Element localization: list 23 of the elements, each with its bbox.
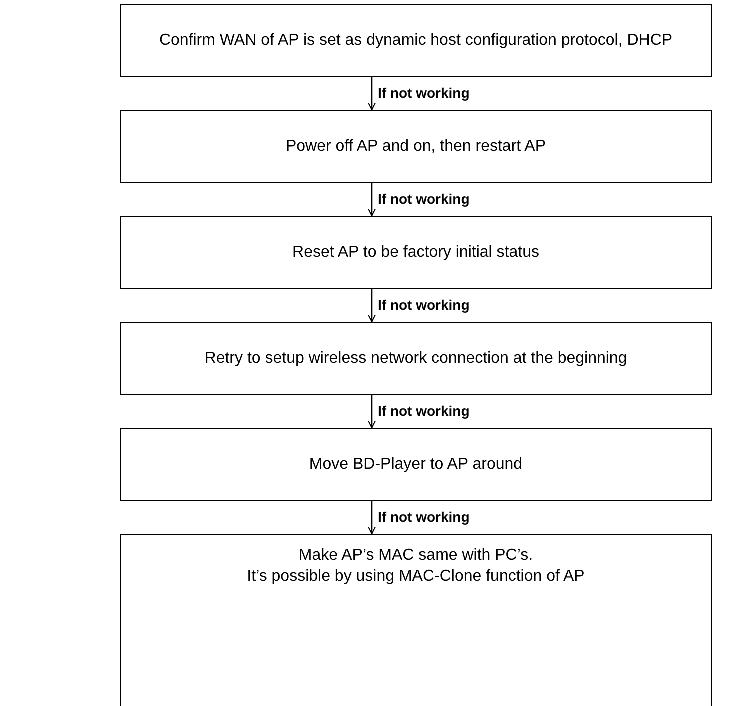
- edge-label: If not working: [378, 192, 470, 206]
- arrow: [368, 395, 376, 429]
- step-text: Make AP’s MAC same with PC’s.: [298, 546, 534, 566]
- arrow: [368, 289, 376, 323]
- process-box: [120, 216, 712, 289]
- arrow: [368, 77, 376, 111]
- arrow: [368, 183, 376, 217]
- step-text: Confirm WAN of AP is set as dynamic host configuration protocol, DHCP: [159, 31, 673, 51]
- process-box: [120, 534, 712, 706]
- edge-label: If not working: [378, 404, 470, 418]
- step-text: It’s possible by using MAC-Clone function of AP: [247, 567, 585, 587]
- step-text: Retry to setup wireless network connection at the beginning: [204, 349, 628, 369]
- arrow: [368, 501, 376, 535]
- step-text: Power off AP and on, then restart AP: [286, 137, 546, 157]
- process-box: [120, 322, 712, 395]
- edge-label: If not working: [378, 86, 470, 100]
- step-text: Move BD-Player to AP around: [309, 455, 523, 475]
- process-box: [120, 428, 712, 501]
- process-box: [120, 110, 712, 183]
- process-box: [120, 4, 712, 77]
- edge-label: If not working: [378, 298, 470, 312]
- step-text: Reset AP to be factory initial status: [292, 243, 540, 263]
- edge-label: If not working: [378, 510, 470, 524]
